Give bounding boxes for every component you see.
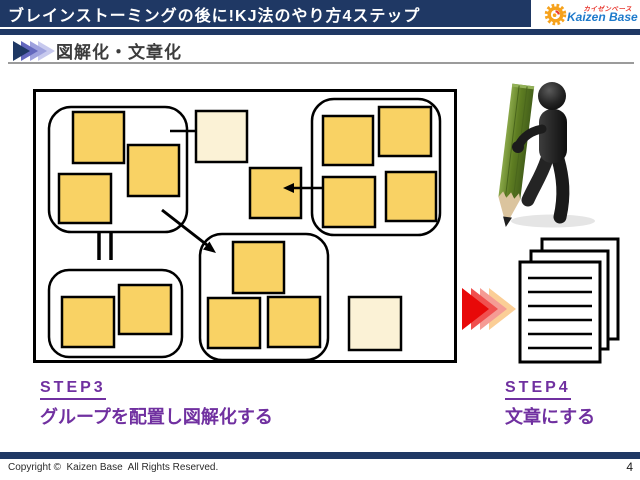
footer-bar xyxy=(0,452,640,459)
person-with-pencil-icon xyxy=(498,82,595,228)
sticky-note xyxy=(206,296,262,350)
sticky-note xyxy=(377,105,433,158)
sticky-note xyxy=(57,172,113,225)
kj-diagram xyxy=(33,89,457,363)
sticky-note xyxy=(60,295,116,349)
section-underline xyxy=(8,62,634,64)
step3-description: グループを配置し図解化する xyxy=(40,407,273,427)
step3-label: STEP3 xyxy=(40,379,106,400)
slide-title: ブレインストーミングの後に!KJ法のやり方4ステップ xyxy=(8,7,421,25)
sticky-note-pale xyxy=(194,109,249,164)
sticky-note xyxy=(266,295,322,349)
sticky-note xyxy=(231,240,286,295)
sticky-note xyxy=(71,110,126,165)
step4-description: 文章にする xyxy=(505,407,596,427)
header-divider-bar xyxy=(0,29,640,35)
arrowhead-left xyxy=(283,183,294,193)
sticky-note xyxy=(321,175,377,229)
note-group-center xyxy=(198,232,330,362)
arrowhead-diagonal xyxy=(203,241,216,253)
logo-brand-text: Kaizen Base xyxy=(567,10,638,24)
sticky-note xyxy=(248,166,303,220)
copyright-text: Copyright © Kaizen Base All Rights Reser… xyxy=(8,462,219,473)
step4-label: STEP4 xyxy=(505,379,571,400)
title-bar: ブレインストーミングの後に!KJ法のやり方4ステップ xyxy=(0,0,531,27)
red-arrow-icon xyxy=(462,288,516,330)
sticky-note xyxy=(321,114,375,167)
note-group-top-right xyxy=(310,97,442,237)
note-group-top-left xyxy=(47,105,189,234)
sticky-note xyxy=(117,283,173,336)
sticky-note xyxy=(384,170,438,223)
documents-icon xyxy=(518,237,620,364)
logo-kana-text: カイゼンベース xyxy=(583,6,632,13)
sticky-note xyxy=(126,143,181,198)
gear-icon xyxy=(544,3,567,26)
section-heading: 図解化・文章化 xyxy=(56,43,182,62)
page-number: 4 xyxy=(626,460,633,474)
note-group-bottom-left xyxy=(47,268,184,359)
step3-caption: STEP3 グループを配置し図解化する xyxy=(40,379,273,429)
sticky-note-pale xyxy=(347,295,403,352)
logo: カイゼンベース Kaizen Base xyxy=(531,0,640,28)
chevron-arrows-icon xyxy=(13,41,55,61)
step4-caption: STEP4 文章にする xyxy=(505,379,595,429)
diagonal-arrow xyxy=(161,208,208,247)
